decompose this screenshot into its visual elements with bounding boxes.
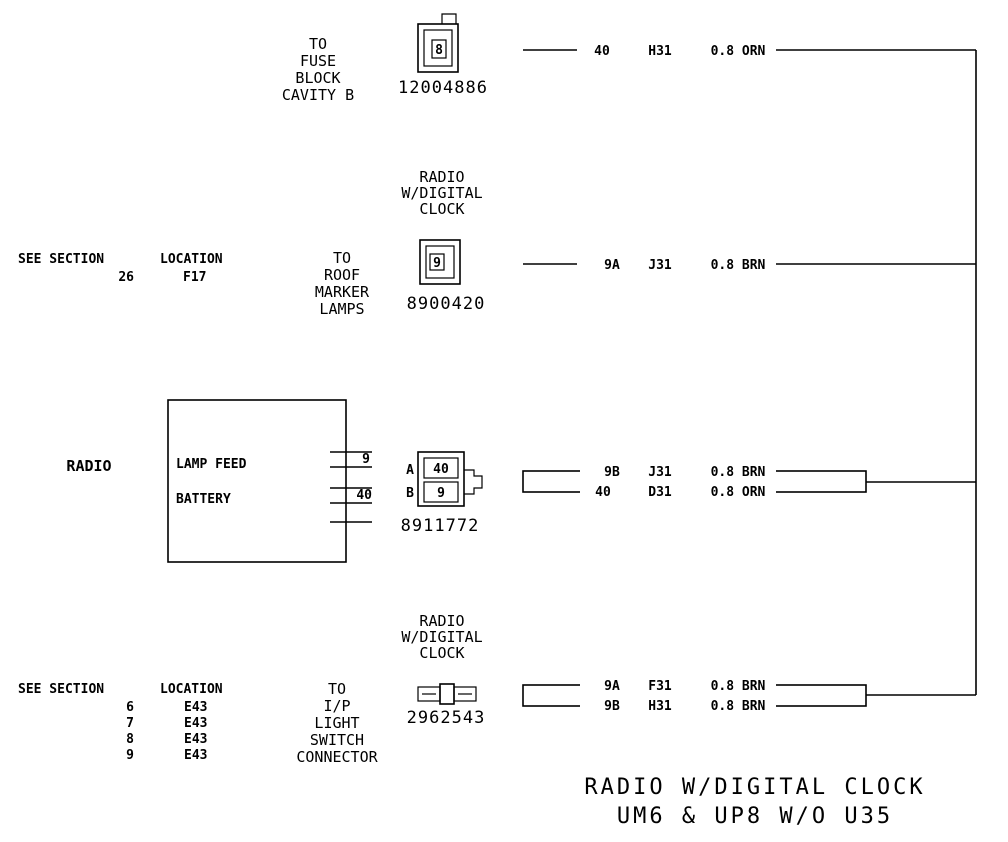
radio-part-number: 8911772 <box>401 516 480 536</box>
light-location-3: E43 <box>184 732 207 747</box>
lamp-feed-pin: 9 <box>362 452 370 467</box>
light-wire2-location: H31 <box>648 699 672 714</box>
diagram-title-line-2: UM6 & UP8 W/O U35 <box>617 804 893 829</box>
light-wire2-spec: 0.8 BRN <box>711 699 766 714</box>
radio-unit-box <box>167 399 347 563</box>
light-wire1-location: F31 <box>648 679 672 694</box>
roof-connector-icon: 9 <box>419 239 461 285</box>
fuse-connector-icon: 8 <box>417 13 459 73</box>
lamp-feed-label: LAMP FEED <box>176 457 247 472</box>
light-dest-line-1: TO <box>328 680 346 698</box>
roof-wire-spec: 0.8 BRN <box>711 258 766 273</box>
battery-label: BATTERY <box>176 492 231 507</box>
roof-location-label: LOCATION <box>160 252 223 267</box>
light-see-section-2: 7 <box>126 716 134 731</box>
radio-pin-a: 40 <box>433 462 449 477</box>
roof-dest-line-4: LAMPS <box>319 300 364 318</box>
radio-wire2-location: D31 <box>648 485 672 500</box>
roof-dest-line-1: TO <box>333 249 351 267</box>
light-part-number: 2962543 <box>407 708 486 728</box>
roof-marker-group: RADIO W/DIGITAL CLOCK SEE SECTION LOCATI… <box>18 168 976 318</box>
light-wire2-circuit: 9B <box>604 699 620 714</box>
fuse-wire-spec: 0.8 ORN <box>711 44 766 59</box>
light-connector-icon <box>417 683 477 705</box>
roof-wire-circuit: 9A <box>604 258 620 273</box>
light-dest-line-4: SWITCH <box>310 731 364 749</box>
light-dest-line-2: I/P <box>323 697 350 715</box>
radio-pin-b: 9 <box>437 486 445 501</box>
fuse-wire-location: H31 <box>648 44 672 59</box>
roof-see-section-label: SEE SECTION <box>18 252 104 267</box>
roof-see-section-value: 26 <box>118 270 134 285</box>
light-switch-group: RADIO W/DIGITAL CLOCK SEE SECTION LOCATI… <box>18 612 976 766</box>
light-see-section-3: 8 <box>126 732 134 747</box>
fuse-dest-line-1: TO <box>309 35 327 53</box>
light-see-section-label: SEE SECTION <box>18 682 104 697</box>
roof-part-number: 8900420 <box>407 294 486 314</box>
radio-wire1-circuit: 9B <box>604 465 620 480</box>
fuse-dest-line-3: BLOCK <box>295 69 340 87</box>
light-dest-line-3: LIGHT <box>314 714 359 732</box>
light-location-1: E43 <box>184 700 207 715</box>
light-dest-line-5: CONNECTOR <box>296 748 378 766</box>
roof-header-line-3: CLOCK <box>419 200 464 218</box>
light-header-line-2: W/DIGITAL <box>401 628 482 646</box>
radio-group: RADIO LAMP FEED BATTERY 9 40 40 9 A B 89… <box>66 399 976 563</box>
radio-wire2-circuit: 40 <box>595 485 611 500</box>
roof-wire-location: J31 <box>648 258 672 273</box>
fuse-dest-line-2: FUSE <box>300 52 336 70</box>
roof-header-line-1: RADIO <box>419 168 464 186</box>
roof-dest-line-3: MARKER <box>315 283 370 301</box>
battery-pin: 40 <box>356 488 372 503</box>
radio-connector-icon: 40 9 A B <box>406 451 483 507</box>
fuse-part-number: 12004886 <box>398 78 488 98</box>
radio-label: RADIO <box>66 457 111 475</box>
light-wire1-circuit: 9A <box>604 679 620 694</box>
light-location-2: E43 <box>184 716 207 731</box>
roof-dest-line-2: ROOF <box>324 266 360 284</box>
light-wire1-spec: 0.8 BRN <box>711 679 766 694</box>
radio-wire1-location: J31 <box>648 465 672 480</box>
radio-wire1-spec: 0.8 BRN <box>711 465 766 480</box>
radio-pin-letter-a: A <box>406 463 414 478</box>
light-location-label: LOCATION <box>160 682 223 697</box>
light-see-section-4: 9 <box>126 748 134 763</box>
fuse-wire-circuit: 40 <box>594 44 610 59</box>
diagram-title-line-1: RADIO W/DIGITAL CLOCK <box>584 775 925 800</box>
roof-pin-label: 9 <box>433 256 441 271</box>
radio-wire2-spec: 0.8 ORN <box>711 485 766 500</box>
fuse-block-group: TO FUSE BLOCK CAVITY B 8 12004886 40 H31… <box>282 13 976 104</box>
light-location-4: E43 <box>184 748 207 763</box>
light-header-line-3: CLOCK <box>419 644 464 662</box>
radio-pin-letter-b: B <box>406 486 414 501</box>
fuse-dest-line-4: CAVITY B <box>282 86 354 104</box>
roof-location-value: F17 <box>183 270 206 285</box>
light-see-section-1: 6 <box>126 700 134 715</box>
light-header-line-1: RADIO <box>419 612 464 630</box>
fuse-pin-label: 8 <box>435 43 443 58</box>
roof-header-line-2: W/DIGITAL <box>401 184 482 202</box>
